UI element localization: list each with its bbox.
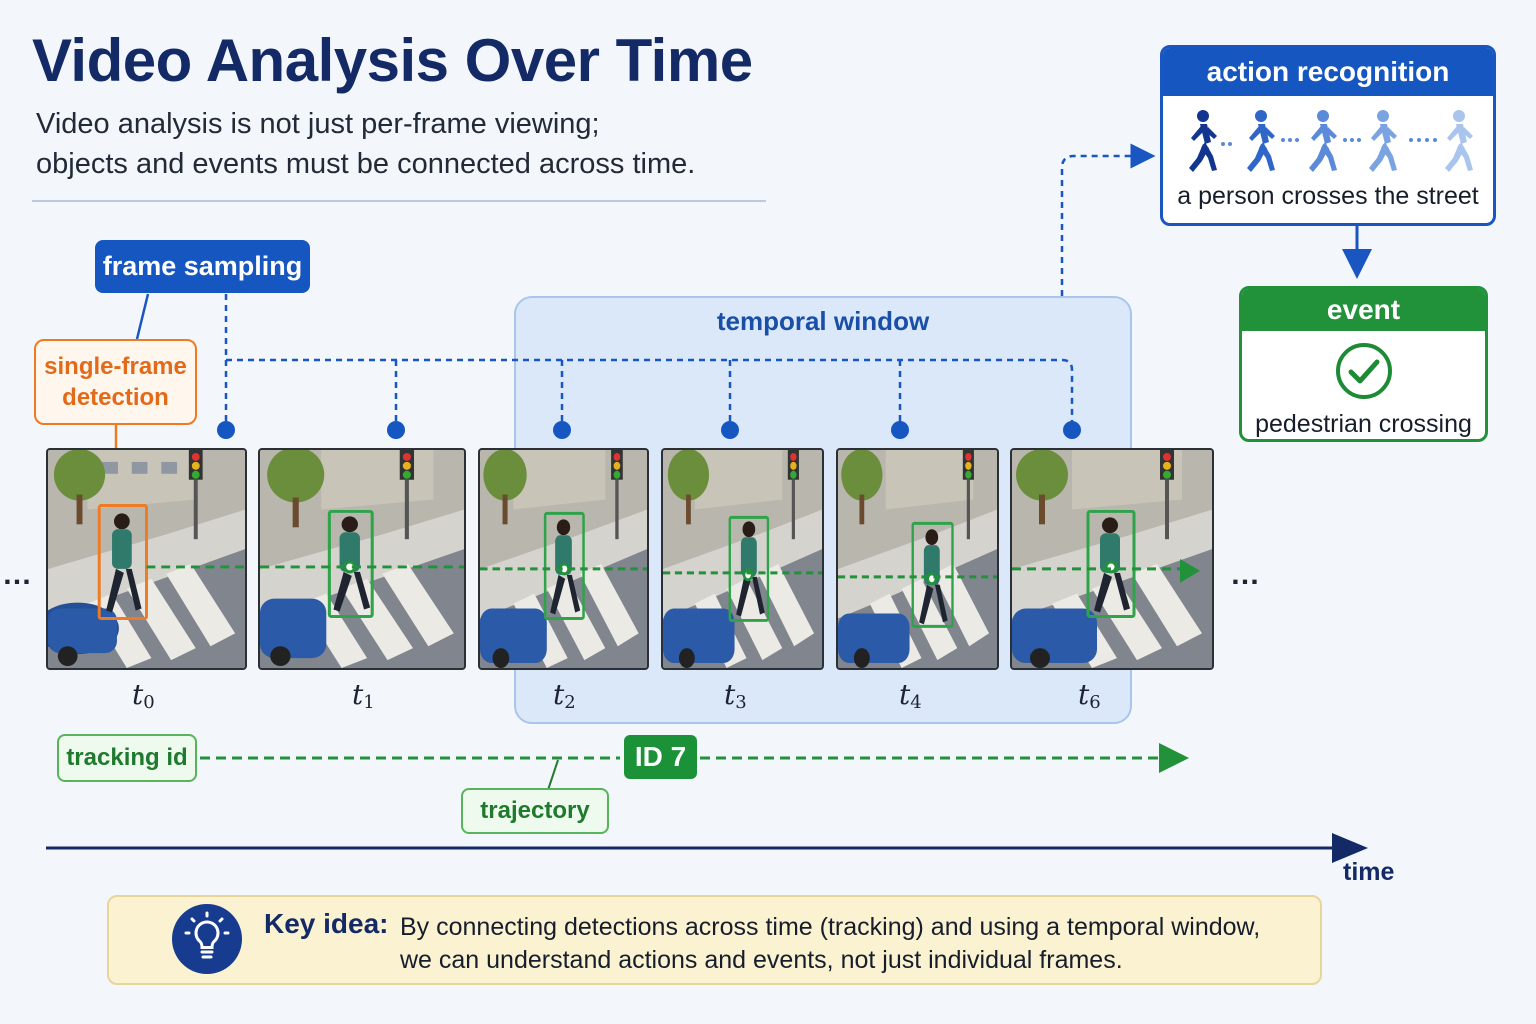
time-axis-label: time <box>1343 858 1395 886</box>
key-idea-line-1: By connecting detections across time (tr… <box>400 913 1261 941</box>
tracking-id-tag: tracking id <box>57 734 197 782</box>
frame-sampling-tag: frame sampling <box>95 240 310 293</box>
check-circle-icon <box>1335 343 1392 399</box>
time-label-t6: t6 <box>1078 678 1101 713</box>
ellipsis-right: … <box>1230 558 1264 591</box>
action-recognition-panel: action recognition <box>1160 45 1496 226</box>
event-caption: pedestrian crossing <box>1255 410 1472 438</box>
trajectory-tag: trajectory <box>461 788 609 834</box>
time-label-t2: t2 <box>553 678 576 713</box>
video-frame-t2 <box>478 448 649 670</box>
video-frame-t4 <box>836 448 999 670</box>
single-frame-label-line-1: single-frame <box>44 353 187 380</box>
temporal-window-label: temporal window <box>716 306 930 336</box>
time-label-t3: t3 <box>724 678 747 713</box>
time-label-t0: t0 <box>132 678 155 713</box>
key-idea-box <box>107 895 1322 985</box>
video-frame-t0 <box>46 448 247 670</box>
single-frame-detection-tag: single-frame detection <box>34 339 197 425</box>
video-frame-t3 <box>661 448 824 670</box>
key-idea-text: By connecting detections across time (tr… <box>400 911 1260 977</box>
video-frame-t1 <box>258 448 466 670</box>
single-frame-label-line-2: detection <box>62 384 169 411</box>
key-idea-line-2: we can understand actions and events, no… <box>400 946 1123 974</box>
ellipsis-left: … <box>2 558 36 591</box>
event-title: event <box>1242 289 1485 331</box>
title-divider <box>32 200 766 202</box>
time-label-t4: t4 <box>899 678 922 713</box>
key-idea-label: Key idea: <box>264 908 389 939</box>
subtitle-line-2: objects and events must be connected acr… <box>36 148 696 180</box>
action-recognition-title: action recognition <box>1163 48 1493 96</box>
walking-person-icon <box>1189 110 1473 172</box>
page-subtitle: Video analysis is not just per-frame vie… <box>36 104 796 184</box>
video-frame-t6 <box>1010 448 1214 670</box>
event-body: pedestrian crossing <box>1242 331 1485 439</box>
walker-sequence <box>1163 96 1493 182</box>
page-title: Video Analysis Over Time <box>32 27 753 94</box>
action-recognition-caption: a person crosses the street <box>1177 182 1479 210</box>
subtitle-line-1: Video analysis is not just per-frame vie… <box>36 108 600 140</box>
id-badge: ID 7 <box>624 735 697 779</box>
lightbulb-icon <box>172 904 242 974</box>
time-label-t1: t1 <box>352 678 375 713</box>
event-panel: event pedestrian crossing <box>1239 286 1488 442</box>
